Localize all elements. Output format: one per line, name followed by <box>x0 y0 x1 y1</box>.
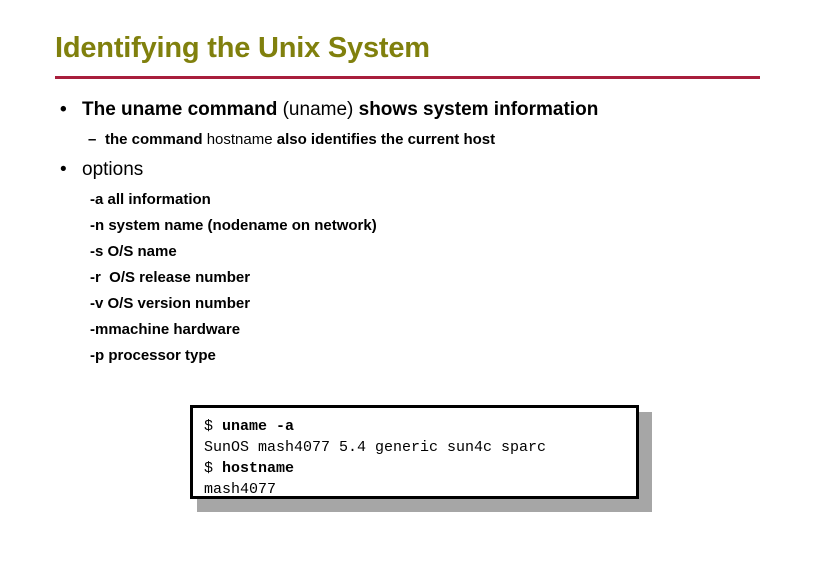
option-row: -p processor type <box>90 347 216 364</box>
option-flag: -r <box>90 269 101 286</box>
bullet-part-bold-2: shows system information <box>353 99 599 120</box>
terminal-line: mash4077 <box>204 479 636 500</box>
bullet-options: • options <box>60 159 143 181</box>
option-flag: -m <box>90 321 109 338</box>
option-description: O/S release number <box>100 269 251 286</box>
sub-bullet-hostname: – the command hostname also identifies t… <box>88 131 495 148</box>
sub-bullet-part-regular: hostname <box>206 131 273 148</box>
option-description: all information <box>103 191 211 208</box>
title-divider <box>55 76 760 79</box>
bullet-marker-icon-2: • <box>60 159 67 180</box>
bullet-text: The uname command (uname) shows system i… <box>82 99 598 121</box>
sub-bullet-part-bold-2: also identifies the current host <box>272 131 496 148</box>
shell-command: hostname <box>222 460 295 477</box>
terminal-line: $ hostname <box>204 458 636 479</box>
shell-prompt: $ <box>204 460 223 477</box>
shell-output: SunOS mash4077 5.4 generic sun4c sparc <box>204 439 547 456</box>
option-description: O/S name <box>103 243 177 260</box>
terminal-line: SunOS mash4077 5.4 generic sun4c sparc <box>204 437 636 458</box>
option-row: -a all information <box>90 191 211 208</box>
shell-prompt: $ <box>204 418 223 435</box>
bullet-part-regular: (uname) <box>282 99 354 120</box>
bullet-part-bold: The uname command <box>82 99 283 120</box>
dash-marker-icon: – <box>88 131 97 148</box>
option-description: O/S version number <box>103 295 251 312</box>
option-row: -n system name (nodename on network) <box>90 217 377 234</box>
option-flag: -p <box>90 347 105 364</box>
bullet-options-label: options <box>82 159 144 180</box>
option-description: system name (nodename on network) <box>104 217 377 234</box>
option-row: -mmachine hardware <box>90 321 240 338</box>
sub-bullet-part-bold: the command <box>105 131 207 148</box>
terminal-line: $ uname -a <box>204 416 636 437</box>
sub-bullet-text: the command hostname also identifies the… <box>105 131 495 148</box>
option-flag: -s <box>90 243 104 260</box>
option-row: -v O/S version number <box>90 295 250 312</box>
bullet-uname-command: • The uname command (uname) shows system… <box>60 99 598 121</box>
page-title: Identifying the Unix System <box>55 32 430 64</box>
option-description: processor type <box>104 347 216 364</box>
shell-output: mash4077 <box>204 481 277 498</box>
shell-command: uname -a <box>222 418 295 435</box>
option-row: -r O/S release number <box>90 269 250 286</box>
option-description: machine hardware <box>108 321 241 338</box>
option-flag: -a <box>90 191 104 208</box>
terminal-example-box: $ uname -a SunOS mash4077 5.4 generic su… <box>190 405 639 499</box>
bullet-marker-icon: • <box>60 99 67 120</box>
option-flag: -n <box>90 217 105 234</box>
option-flag: -v <box>90 295 104 312</box>
option-row: -s O/S name <box>90 243 177 260</box>
